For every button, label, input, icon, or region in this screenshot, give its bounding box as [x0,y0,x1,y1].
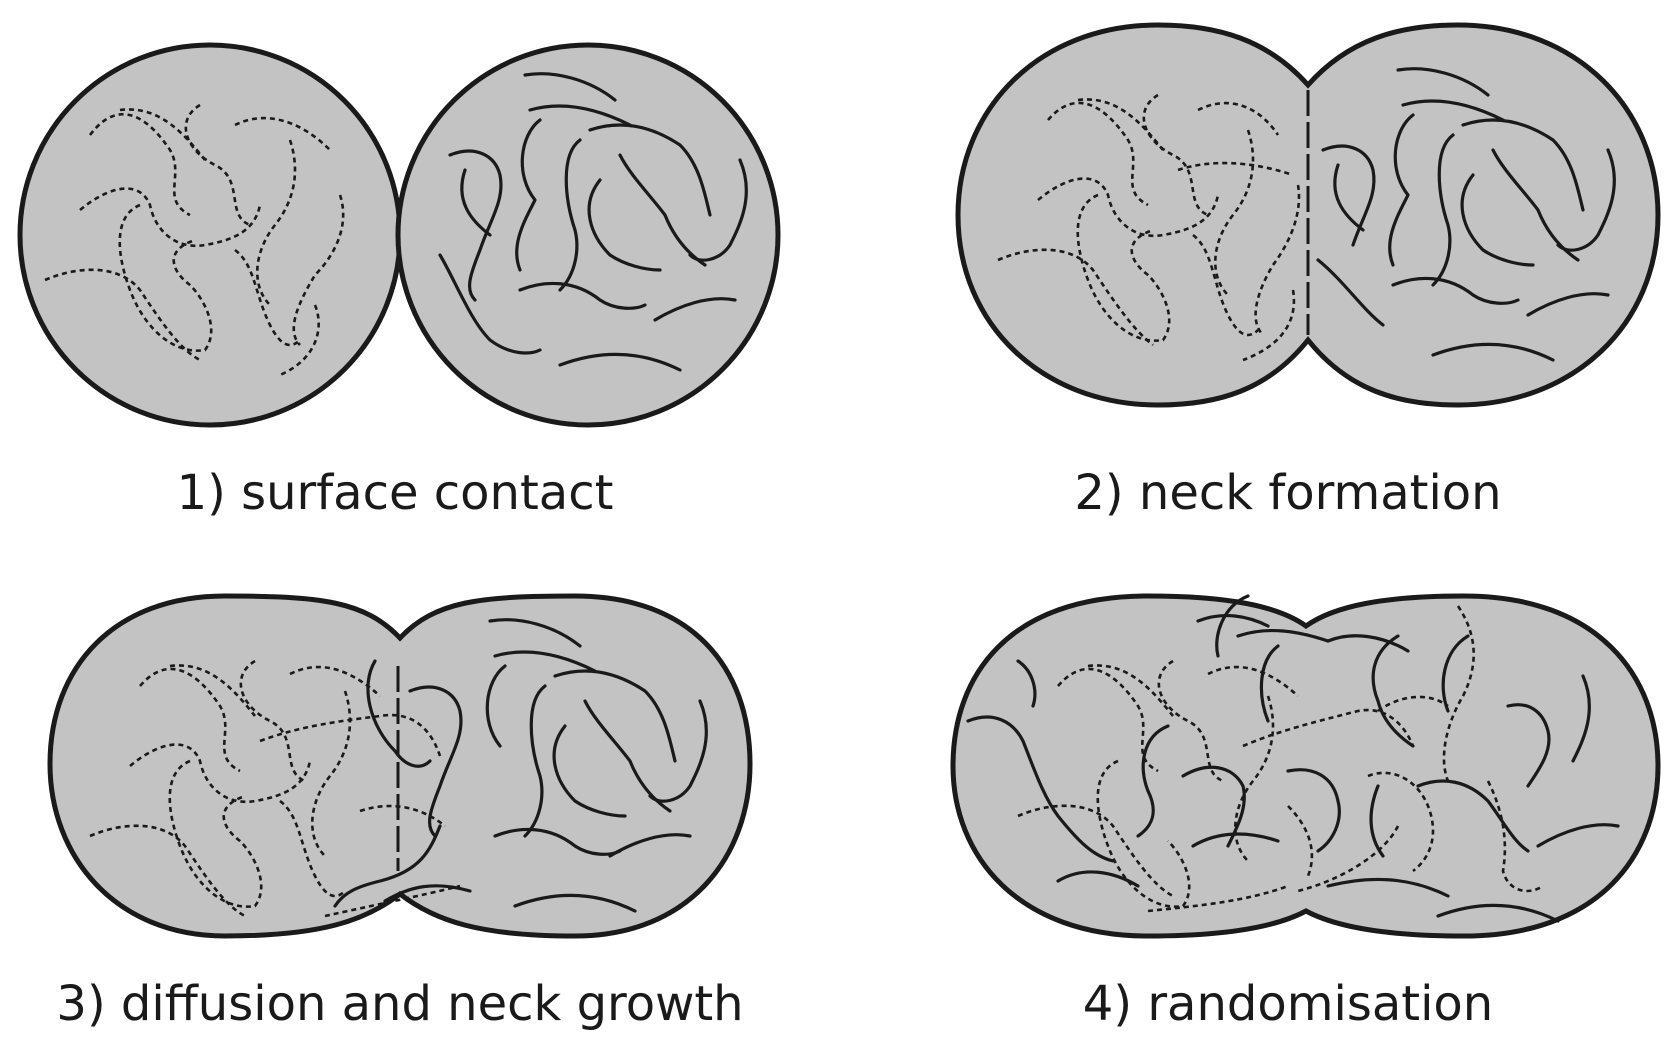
right-polymer-chains-solid [438,72,748,372]
left-particle [17,42,403,428]
stage-3-particles [47,593,753,939]
stage-2-particles [955,22,1661,408]
left-polymer-chains-dotted [44,103,345,377]
stage-4-particles [950,593,1661,939]
stage-4-panel: 4) randomisation [838,526,1676,1052]
stage-2-panel: 2) neck formation [838,0,1676,526]
merged-particles-outline [47,593,753,939]
stage-4-caption: 4) randomisation [1082,976,1494,1032]
right-particle [395,42,781,428]
merged-particles-outline [955,22,1661,408]
stage-2-caption: 2) neck formation [1074,465,1502,521]
right-polymer-chains-solid [333,618,708,913]
stage-1-particles [17,42,781,428]
merged-particles-outline [950,593,1661,939]
stage-1-panel: 1) surface contact [0,0,838,526]
left-polymer-chains-dotted [89,659,461,918]
left-polymer-chains-dotted [997,93,1301,362]
right-polymer-chains-solid [1316,67,1616,362]
stage-3-panel: 3) diffusion and neck growth [0,526,838,1052]
solid-polymer-chains-randomised [966,594,1620,923]
stage-1-caption: 1) surface contact [176,465,614,521]
stage-3-caption: 3) diffusion and neck growth [56,976,744,1032]
dotted-polymer-chains-randomised [1017,605,1544,913]
